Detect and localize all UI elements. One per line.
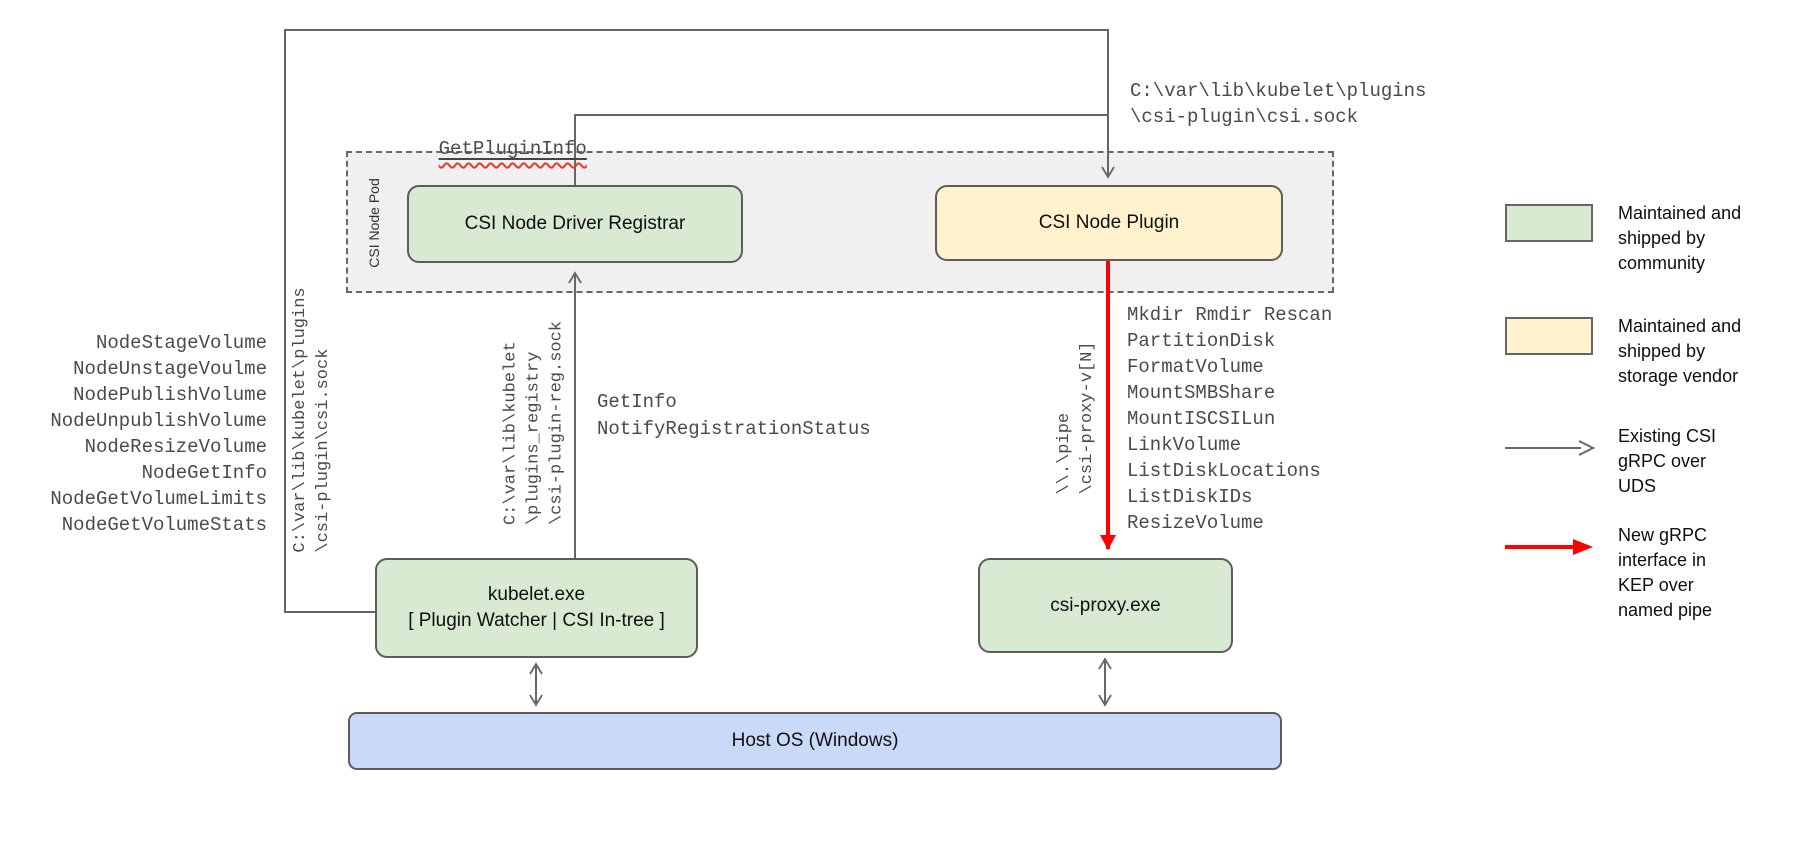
- legend-community-swatch: [1505, 204, 1593, 242]
- named-pipe-path-vertical-label: \\.\pipe \csi-proxy-v[N]: [1055, 341, 1097, 495]
- csi-node-driver-registrar-label: CSI Node Driver Registrar: [464, 213, 686, 234]
- registry-sock-path-vertical-label: C:\var\lib\kubelet \plugins_registry \cs…: [501, 320, 567, 526]
- get-plugin-info-label: GetPluginInfo: [438, 138, 587, 160]
- legend-uds-label: Existing CSI gRPC over UDS: [1618, 426, 1717, 496]
- csi-node-driver-registrar-box: CSI Node Driver Registrar: [407, 185, 743, 263]
- host-os-box: Host OS (Windows): [348, 712, 1282, 770]
- legend-vendor-swatch: [1505, 317, 1593, 355]
- legend-vendor-label: Maintained and shipped by storage vendor: [1618, 316, 1742, 386]
- kubelet-to-plugin-csisock-line: [284, 29, 1115, 613]
- kubelet-box: kubelet.exe [ Plugin Watcher | CSI In-tr…: [375, 558, 698, 658]
- legend-community-label: Maintained and shipped by community: [1618, 203, 1742, 273]
- csi-proxy-label: csi-proxy.exe: [1050, 594, 1161, 616]
- csi-node-plugin-label: CSI Node Plugin: [1038, 212, 1180, 233]
- csi-sock-path-vertical-label: C:\var\lib\kubelet\plugins \csi-plugin\c…: [291, 287, 333, 553]
- csi-node-plugin-box: CSI Node Plugin: [935, 185, 1283, 261]
- kubelet-label-line1: kubelet.exe: [487, 584, 586, 605]
- proxy-calls-list: Mkdir Rmdir Rescan PartitionDisk FormatV…: [1127, 304, 1333, 534]
- host-os-label: Host OS (Windows): [731, 730, 899, 751]
- legend-named-pipe-label: New gRPC interface in KEP over named pip…: [1618, 525, 1713, 620]
- registrar-getplugininfo-line: [574, 114, 1107, 185]
- gray-arrow-icon: [1505, 440, 1596, 456]
- red-arrow-icon: [1505, 539, 1593, 555]
- csi-sock-path-label: C:\var\lib\kubelet\plugins \csi-plugin\c…: [1130, 80, 1427, 128]
- node-calls-list: NodeStageVolume NodeUnstageVoulme NodePu…: [50, 332, 267, 536]
- kubelet-label-line2: [ Plugin Watcher | CSI In-tree ]: [408, 610, 665, 631]
- registration-calls-label: GetInfo NotifyRegistrationStatus: [597, 391, 871, 440]
- csi-node-pod-label: CSI Node Pod: [366, 178, 382, 268]
- csi-proxy-box: csi-proxy.exe: [978, 558, 1233, 653]
